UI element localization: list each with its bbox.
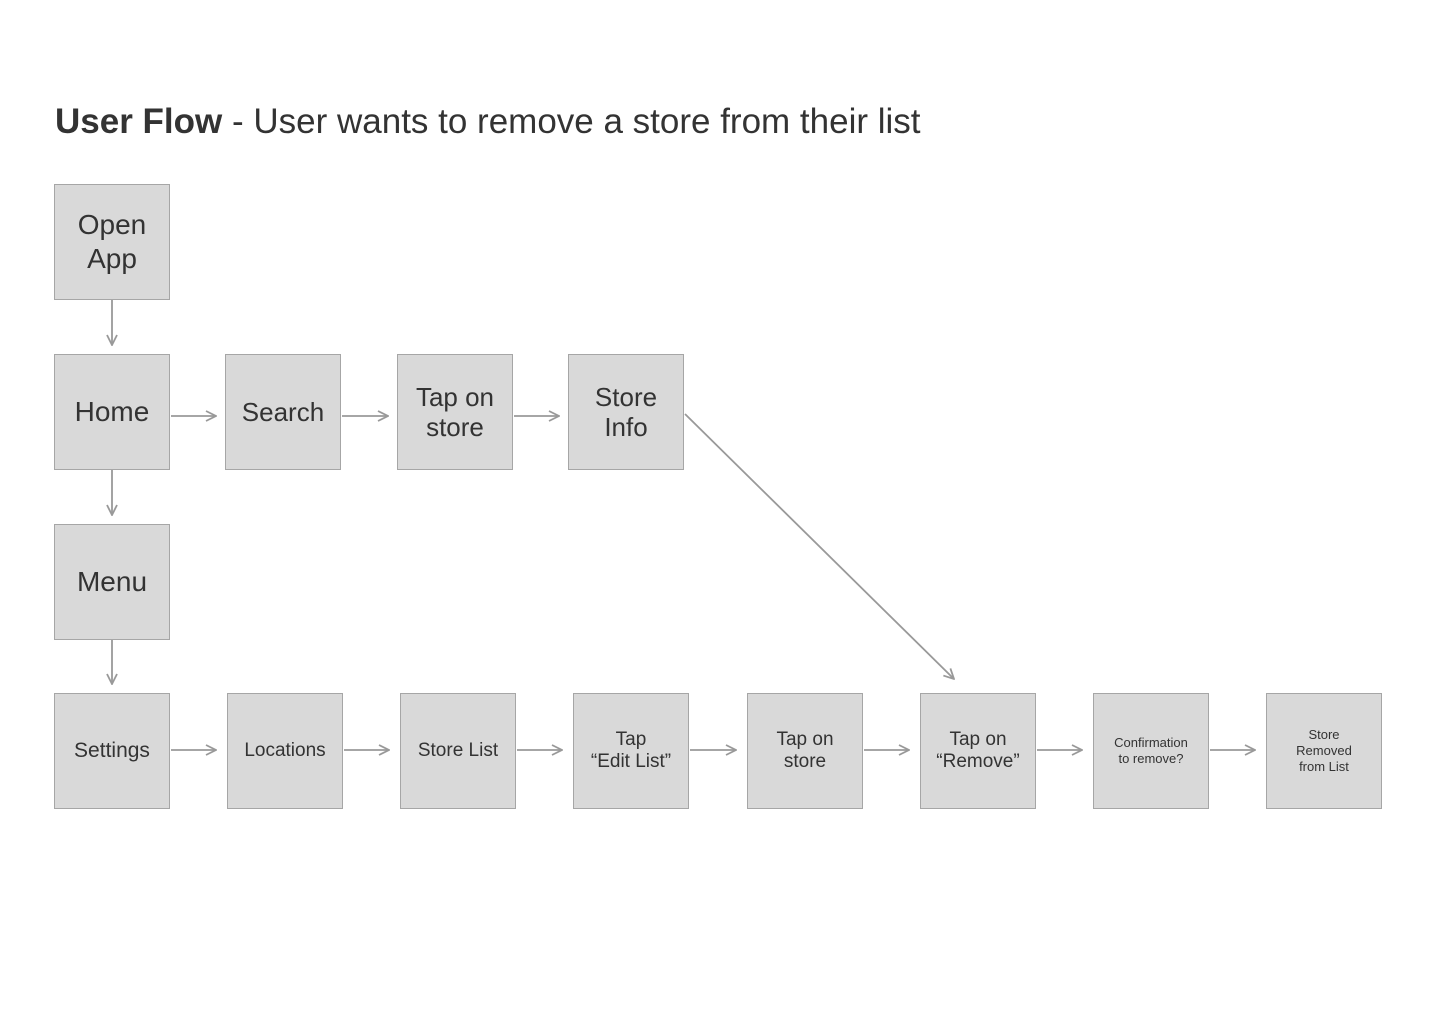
node-label: Open App <box>77 209 147 274</box>
node-tap-edit-list: Tap “Edit List” <box>573 693 689 809</box>
node-search: Search <box>225 354 341 470</box>
node-store-removed: Store Removed from List <box>1266 693 1382 809</box>
node-store-info: Store Info <box>568 354 684 470</box>
node-menu: Menu <box>54 524 170 640</box>
node-label: Tap on store <box>415 382 495 442</box>
title-rest: - User wants to remove a store from thei… <box>222 102 921 141</box>
page-title: User Flow - User wants to remove a store… <box>55 100 921 144</box>
edge-store-info-tap-remove <box>684 413 954 679</box>
node-confirmation: Confirmation to remove? <box>1093 693 1209 809</box>
node-tap-on-remove: Tap on “Remove” <box>920 693 1036 809</box>
node-label: Tap on store <box>776 729 834 772</box>
node-label: Store Removed from List <box>1296 727 1352 774</box>
node-label: Search <box>241 397 325 427</box>
node-store-list: Store List <box>400 693 516 809</box>
node-label: Tap on “Remove” <box>936 729 1020 772</box>
node-tap-on-store-2: Tap on store <box>747 693 863 809</box>
node-open-app: Open App <box>54 184 170 300</box>
node-label: Settings <box>74 739 150 762</box>
node-label: Home <box>74 396 150 427</box>
node-settings: Settings <box>54 693 170 809</box>
node-label: Store List <box>417 740 499 761</box>
node-tap-on-store: Tap on store <box>397 354 513 470</box>
node-label: Locations <box>244 740 326 761</box>
node-label: Confirmation to remove? <box>1114 735 1188 766</box>
title-bold: User Flow <box>55 102 223 141</box>
node-locations: Locations <box>227 693 343 809</box>
node-label: Menu <box>76 566 148 597</box>
node-home: Home <box>54 354 170 470</box>
node-label: Store Info <box>594 382 658 442</box>
node-label: Tap “Edit List” <box>590 729 672 772</box>
